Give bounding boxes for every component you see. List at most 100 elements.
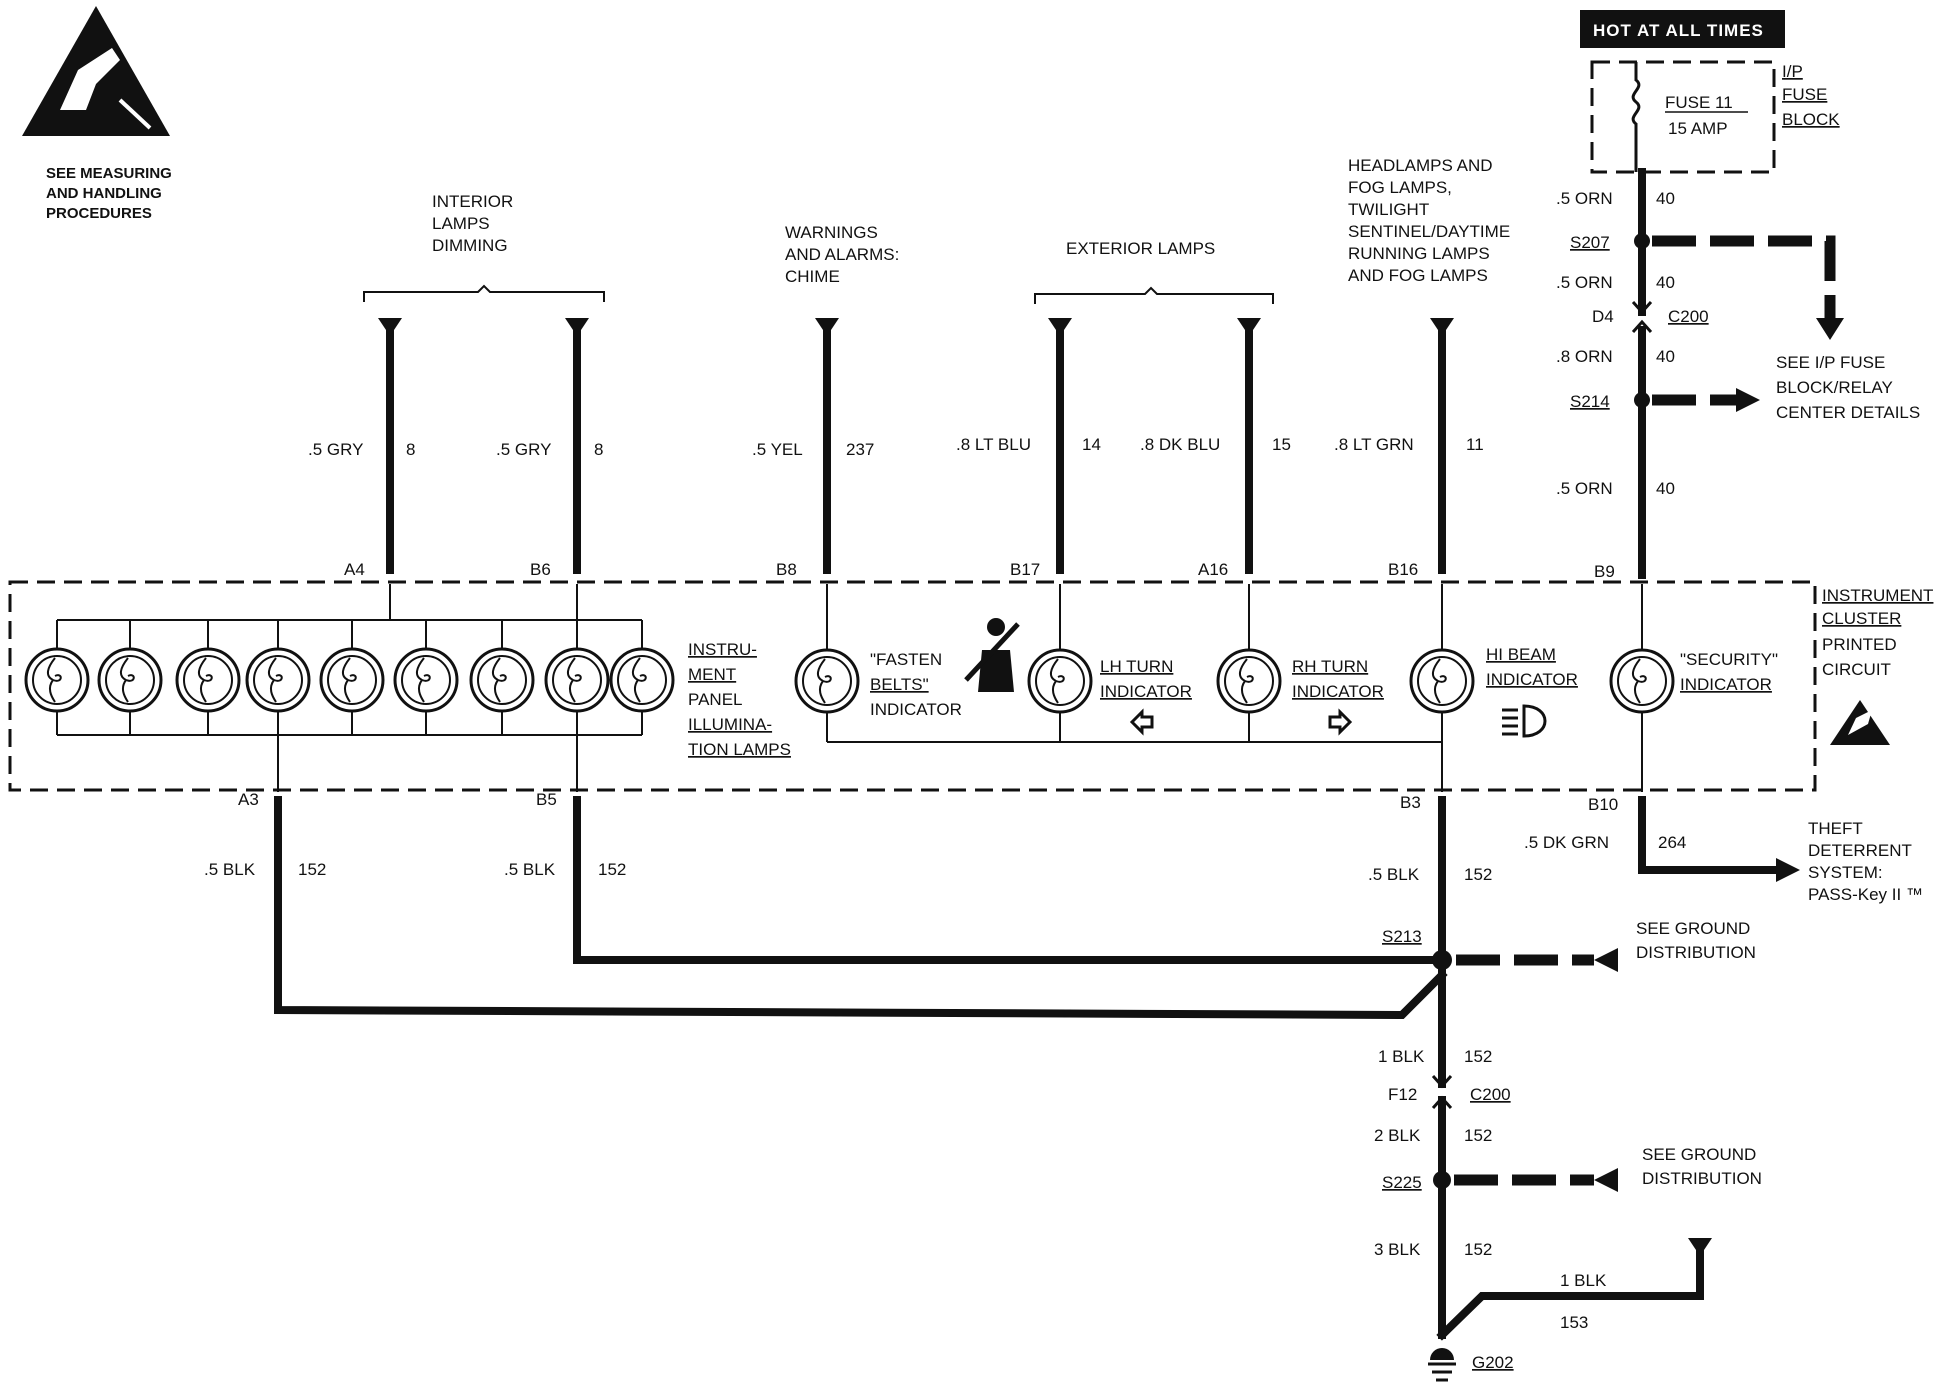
see-ground2-line2: DISTRIBUTION <box>1642 1169 1762 1188</box>
connector-c200-lower: C200 <box>1470 1085 1511 1104</box>
b17-color: .8 LT BLU <box>956 435 1031 454</box>
a16-circuit: 15 <box>1272 435 1291 454</box>
a4-color: .5 GRY <box>308 440 363 459</box>
fasten-belts-lamp <box>794 648 860 714</box>
blk3-color: 3 BLK <box>1374 1240 1421 1259</box>
orn3-circuit: 40 <box>1656 347 1675 366</box>
fasten-label-2: BELTS" <box>870 675 929 694</box>
warnings-line3: CHIME <box>785 267 840 286</box>
b10-theft-wire <box>1638 796 1784 874</box>
illum-label-4: ILLUMINA- <box>688 715 772 734</box>
ground-g202-label: G202 <box>1472 1353 1514 1372</box>
fasten-label-1: "FASTEN <box>870 650 942 669</box>
interior-lamps-line1: INTERIOR <box>432 192 513 211</box>
security-label-1: "SECURITY" <box>1680 650 1778 669</box>
headlamps-line5: RUNNING LAMPS <box>1348 244 1490 263</box>
a3-color: .5 BLK <box>204 860 256 879</box>
illumination-lamps <box>24 620 675 735</box>
a4-circuit: 8 <box>406 440 415 459</box>
a16-color: .8 DK BLU <box>1140 435 1220 454</box>
splice-s225 <box>1433 1171 1451 1189</box>
b10-color: .5 DK GRN <box>1524 833 1609 852</box>
b5-circuit: 152 <box>598 860 626 879</box>
esd-note-line1: SEE MEASURING <box>46 165 172 182</box>
see-fuse-line3: CENTER DETAILS <box>1776 403 1920 422</box>
orn1-circuit: 40 <box>1656 189 1675 208</box>
splice-s213-label: S213 <box>1382 927 1422 946</box>
connector-d4: D4 <box>1592 307 1614 326</box>
splice-s207 <box>1634 233 1650 249</box>
b8-color: .5 YEL <box>752 440 803 459</box>
b16-color: .8 LT GRN <box>1334 435 1414 454</box>
illum-label-2: MENT <box>688 665 736 684</box>
connector-c200-upper: C200 <box>1668 307 1709 326</box>
cluster-label-4: CIRCUIT <box>1822 660 1891 679</box>
fuse-block-label-3: BLOCK <box>1782 110 1840 129</box>
cluster-label-2: CLUSTER <box>1822 609 1901 628</box>
hot-at-all-times-label: HOT AT ALL TIMES <box>1593 21 1764 40</box>
headlamps-line3: TWILIGHT <box>1348 200 1429 219</box>
a3-ground-wire <box>274 796 1448 1020</box>
blk2-color: 2 BLK <box>1374 1126 1421 1145</box>
fuse-block-label-1: I/P <box>1782 62 1803 81</box>
blk1-circuit: 152 <box>1464 1047 1492 1066</box>
fuse-amp: 15 AMP <box>1668 119 1728 138</box>
esd-warning-icon <box>22 6 170 136</box>
orn4-circuit: 40 <box>1656 479 1675 498</box>
esd-note-line3: PROCEDURES <box>46 205 152 222</box>
rh-turn-lamp <box>1216 648 1282 714</box>
see-fuse-line1: SEE I/P FUSE <box>1776 353 1885 372</box>
b3-circuit: 152 <box>1464 865 1492 884</box>
see-ground1-line1: SEE GROUND <box>1636 919 1750 938</box>
theft-line3: SYSTEM: <box>1808 863 1883 882</box>
connector-f12: F12 <box>1388 1085 1417 1104</box>
blk-153-wire <box>1436 1246 1704 1341</box>
blk4-circuit: 153 <box>1560 1313 1588 1332</box>
pin-b6: B6 <box>530 560 551 579</box>
fuse-name: FUSE 11 <box>1665 93 1733 112</box>
orn4-color: .5 ORN <box>1556 479 1613 498</box>
b6-color: .5 GRY <box>496 440 551 459</box>
see-ground2-line1: SEE GROUND <box>1642 1145 1756 1164</box>
illum-label-3: PANEL <box>688 690 743 709</box>
b3-color: .5 BLK <box>1368 865 1420 884</box>
pin-b16: B16 <box>1388 560 1418 579</box>
see-ground1-line2: DISTRIBUTION <box>1636 943 1756 962</box>
security-lamp <box>1609 648 1675 714</box>
rh-label-1: RH TURN <box>1292 657 1368 676</box>
lh-label-1: LH TURN <box>1100 657 1173 676</box>
splice-s225-label: S225 <box>1382 1173 1422 1192</box>
orn2-circuit: 40 <box>1656 273 1675 292</box>
s207-branch <box>1652 235 1836 320</box>
pin-a3: A3 <box>238 790 259 809</box>
hibeam-label-1: HI BEAM <box>1486 645 1556 664</box>
headlamps-line4: SENTINEL/DAYTIME <box>1348 222 1510 241</box>
warnings-line2: AND ALARMS: <box>785 245 899 264</box>
orn2-color: .5 ORN <box>1556 273 1613 292</box>
headlamps-line2: FOG LAMPS, <box>1348 178 1452 197</box>
rh-label-2: INDICATOR <box>1292 682 1384 701</box>
cluster-label-1: INSTRUMENT <box>1822 586 1933 605</box>
b8-circuit: 237 <box>846 440 874 459</box>
a3-circuit: 152 <box>298 860 326 879</box>
splice-s214 <box>1634 392 1650 408</box>
cluster-label-3: PRINTED <box>1822 635 1897 654</box>
pin-b9: B9 <box>1594 562 1615 581</box>
b16-circuit: 11 <box>1466 435 1484 454</box>
right-arrow-icon <box>1328 708 1353 736</box>
interior-lamps-line3: DIMMING <box>432 236 508 255</box>
pin-b10: B10 <box>1588 795 1618 814</box>
fuse-block-outline <box>1590 60 1776 174</box>
high-beam-icon <box>1502 704 1547 738</box>
headlamps-line6: AND FOG LAMPS <box>1348 266 1488 285</box>
fasten-label-3: INDICATOR <box>870 700 962 719</box>
security-label-2: INDICATOR <box>1680 675 1772 694</box>
orn3-color: .8 ORN <box>1556 347 1613 366</box>
headlamps-line1: HEADLAMPS AND <box>1348 156 1493 175</box>
b5-color: .5 BLK <box>504 860 556 879</box>
pin-b17: B17 <box>1010 560 1040 579</box>
fuse-11-symbol <box>1631 62 1641 172</box>
hot-at-all-times-box <box>1580 10 1785 48</box>
illum-label-1: INSTRU- <box>688 640 757 659</box>
